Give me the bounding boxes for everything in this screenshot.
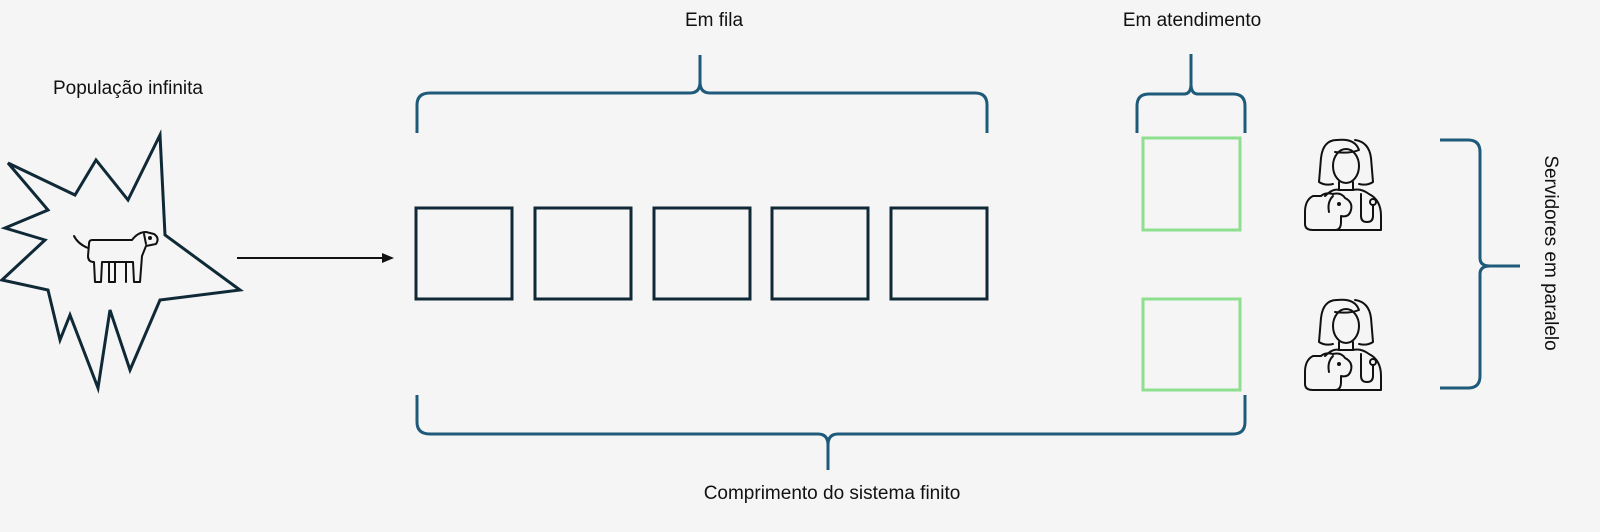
queue-slot <box>652 206 752 301</box>
service-label: Em atendimento <box>1122 10 1262 31</box>
queue-slots <box>414 206 989 301</box>
system-length-label: Comprimento do sistema finito <box>703 483 961 504</box>
service-slot <box>1141 297 1242 392</box>
population-label: População infinita <box>53 78 203 99</box>
queue-brace <box>415 55 989 133</box>
queue-label: Em fila <box>684 10 744 31</box>
dog-icon <box>73 231 159 283</box>
queue-slot <box>889 206 989 301</box>
queue-slot <box>770 206 870 301</box>
service-slots <box>1141 136 1242 392</box>
servers-brace <box>1440 138 1520 390</box>
veterinarian-icon <box>1304 298 1382 391</box>
arrival-arrow <box>237 253 394 263</box>
queue-slot <box>414 206 514 301</box>
veterinarian-icon <box>1304 138 1382 231</box>
service-brace <box>1135 54 1247 133</box>
service-slot <box>1141 136 1242 232</box>
system-brace <box>415 395 1247 470</box>
population-starburst <box>0 129 244 394</box>
queue-slot <box>533 206 633 301</box>
